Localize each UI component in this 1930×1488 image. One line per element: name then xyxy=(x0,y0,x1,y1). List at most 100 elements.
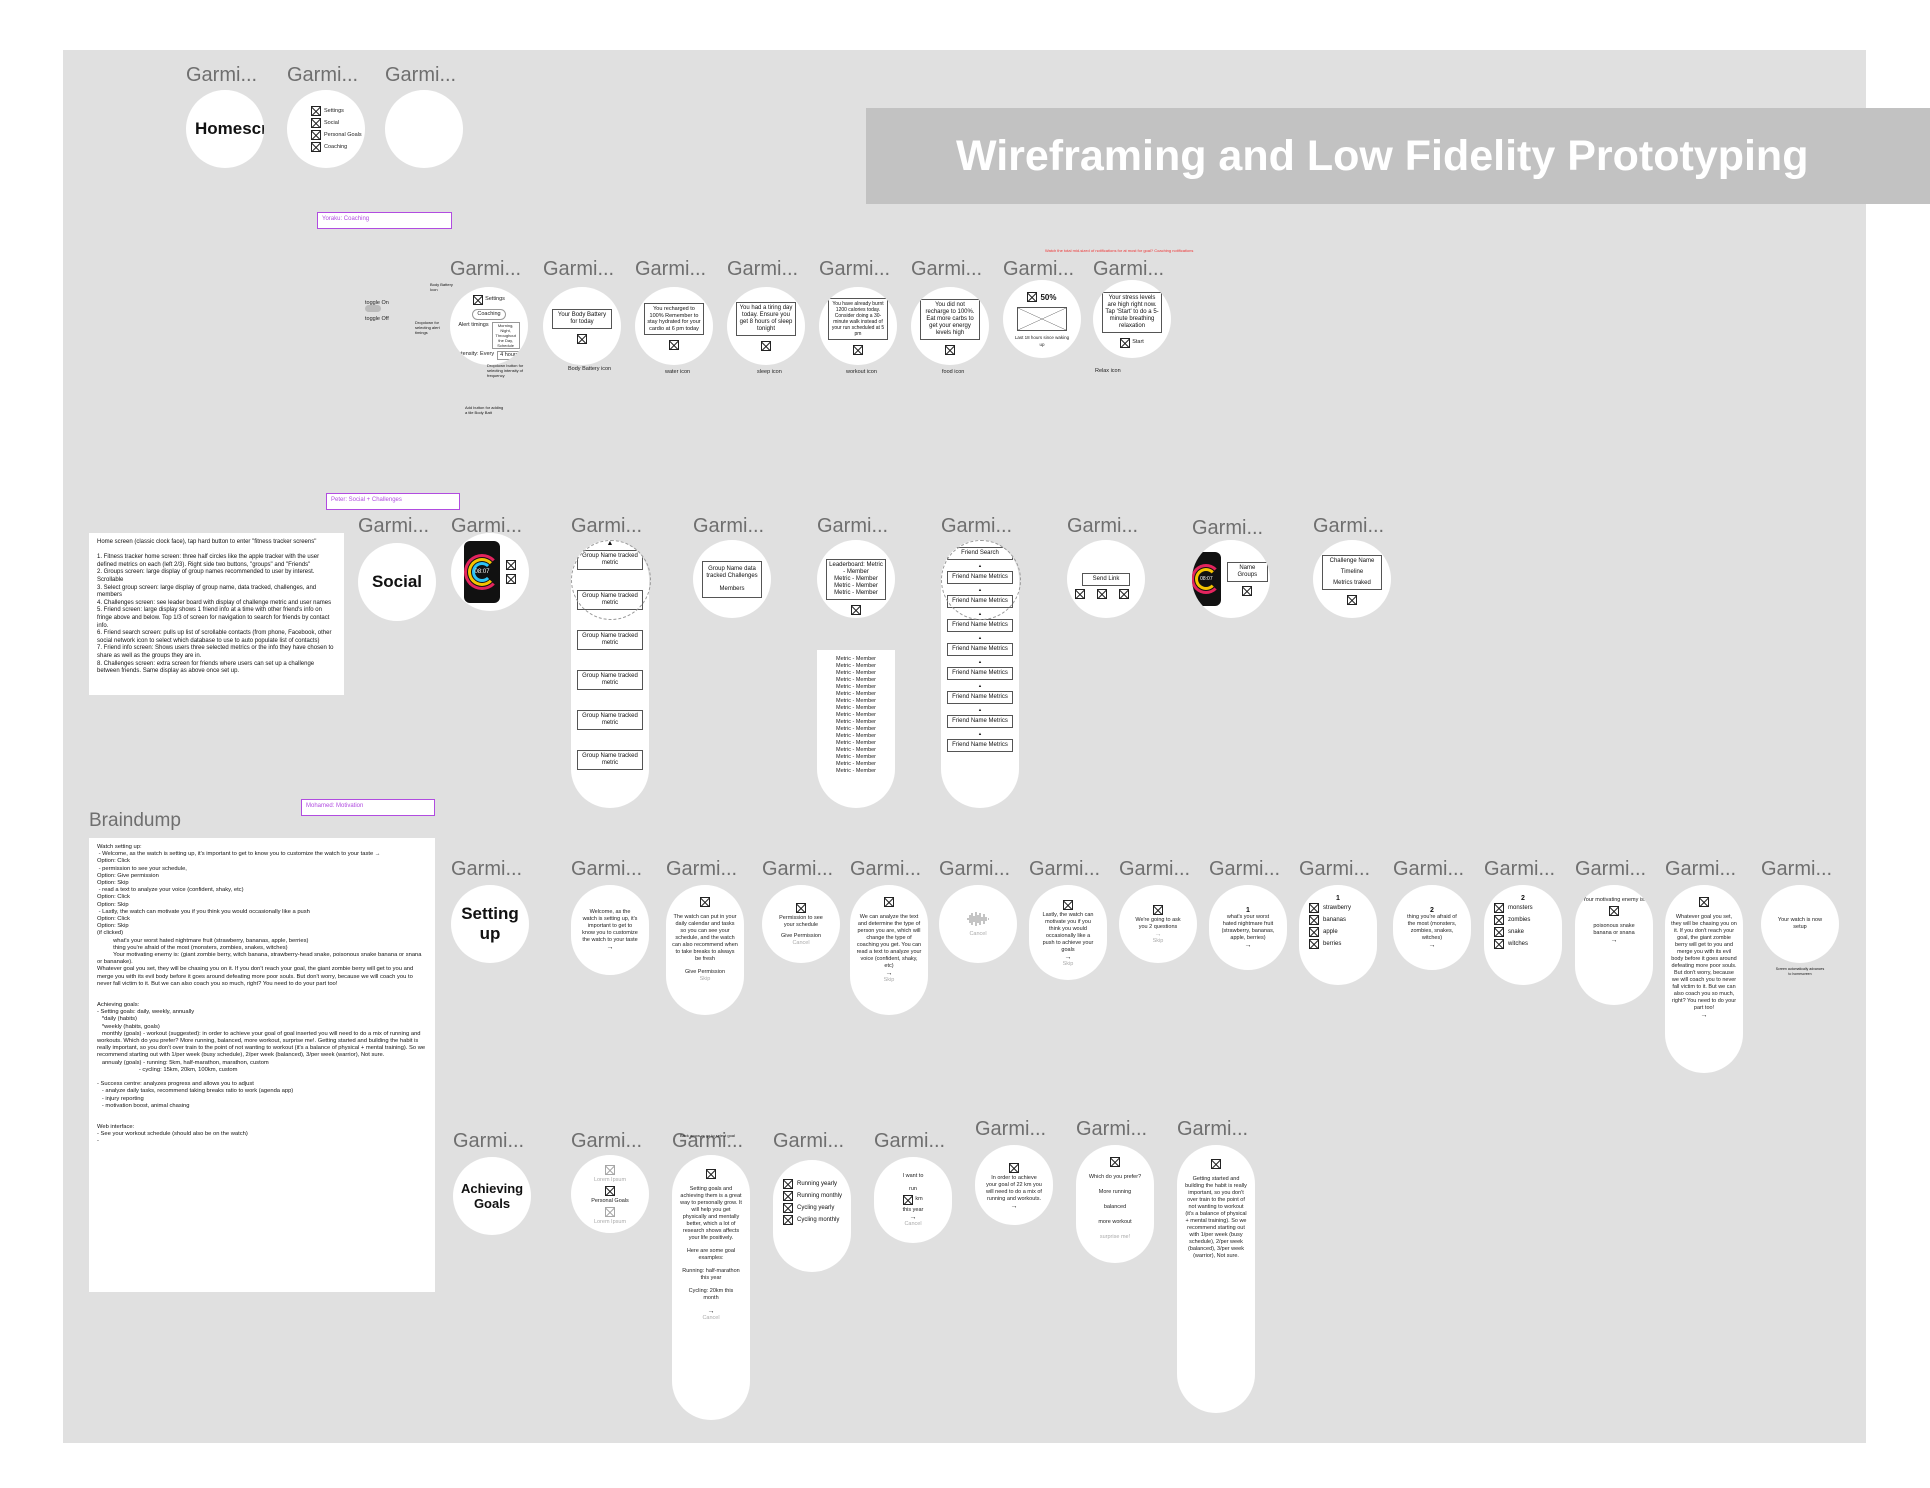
coaching-screen[interactable]: Your stress levels are high right now. T… xyxy=(1093,280,1171,358)
challenge-setup-frame[interactable]: Challenge Name Timeline Metrics traked xyxy=(1313,540,1391,618)
achieving-section-frame[interactable]: Achieving Goals xyxy=(453,1157,531,1235)
instagram-icon[interactable] xyxy=(1119,589,1129,599)
next-arrow[interactable]: → xyxy=(1428,941,1436,949)
friend-item[interactable]: Friend Name Metrics xyxy=(947,643,1013,656)
friend-search-field[interactable]: Friend Search xyxy=(947,547,1013,560)
list-item[interactable]: Lorem Ipsum xyxy=(593,1176,627,1183)
list-item[interactable]: Lorem Ipsum xyxy=(593,1218,627,1225)
goal-input[interactable]: I want to run km this year → Cancel xyxy=(874,1157,952,1243)
menu-item[interactable]: Coaching xyxy=(324,143,348,150)
fruit-option[interactable]: apple xyxy=(1323,929,1338,935)
alert-timings-dropdown[interactable]: Morning, Night, Throughout the Day, Sche… xyxy=(491,321,520,349)
skip-button[interactable]: Skip xyxy=(1152,938,1164,944)
goal-type-option[interactable]: Running yearly xyxy=(797,1181,838,1187)
group-item[interactable]: Group Name tracked metric xyxy=(577,750,643,770)
setup-q1[interactable]: 1 what's your worst hated nightmare frui… xyxy=(1209,885,1287,970)
setup-q2[interactable]: 2 thing you're afraid of the most (monst… xyxy=(1393,885,1471,970)
next-arrow[interactable]: → xyxy=(1244,941,1252,949)
goal-mix[interactable]: In order to achieve your goal of 22 km y… xyxy=(975,1145,1053,1225)
preference-option[interactable]: More running xyxy=(1098,1189,1132,1195)
next-arrow[interactable]: → xyxy=(707,1308,715,1315)
coaching-screen[interactable]: You recharged to 100% Remember to stay h… xyxy=(635,287,713,365)
fear-option[interactable]: snake xyxy=(1508,929,1525,935)
next-arrow[interactable]: → xyxy=(1154,931,1162,938)
setup-calendar[interactable]: The watch can put in your daily calendar… xyxy=(666,885,744,1015)
setup-enemy[interactable]: Your motivating enemy is: poisonous snak… xyxy=(1575,885,1653,1005)
goal-type-option[interactable]: Cycling monthly xyxy=(797,1217,840,1223)
coaching-screen[interactable]: You have already burnt 1200 calories tod… xyxy=(819,287,897,365)
preference-option[interactable]: more workout xyxy=(1098,1219,1132,1225)
toggle-switch[interactable] xyxy=(365,305,381,312)
send-link-frame[interactable]: Send Link xyxy=(1067,540,1145,618)
group-item[interactable]: Group Name tracked metric xyxy=(577,550,643,570)
setup-welcome[interactable]: Welcome, as the watch is setting up, it'… xyxy=(571,885,649,975)
fear-option[interactable]: monsters xyxy=(1508,905,1533,911)
coaching-screen[interactable]: 50% Last 18 hours since waking up xyxy=(1003,280,1081,358)
setup-fruits[interactable]: 1 strawberry bananas apple berries xyxy=(1299,885,1377,985)
friend-item[interactable]: Friend Name Metrics xyxy=(947,595,1013,608)
cancel-button[interactable]: Cancel xyxy=(792,940,810,946)
facebook-icon[interactable] xyxy=(1075,589,1085,599)
setup-section-frame[interactable]: Setting up xyxy=(451,885,529,963)
friend-item[interactable]: Friend Name Metrics xyxy=(947,691,1013,704)
friend-item[interactable]: Friend Name Metrics xyxy=(947,571,1013,584)
preference-option[interactable]: surprise me! xyxy=(1099,1234,1131,1240)
members-label[interactable]: Members xyxy=(719,585,745,592)
cancel-button[interactable]: Cancel xyxy=(702,1315,720,1321)
personal-goals-item[interactable]: Personal Goals xyxy=(591,1197,629,1204)
friends-screen[interactable]: Friend Search ▲Friend Name Metrics▲Frien… xyxy=(941,540,1019,808)
group-item[interactable]: Group Name tracked metric xyxy=(577,630,643,650)
skip-button[interactable]: Skip xyxy=(699,976,711,982)
cancel-button[interactable]: Cancel xyxy=(969,930,987,937)
setup-done[interactable]: Your watch is now setup xyxy=(1761,885,1839,963)
fear-option[interactable]: witches xyxy=(1508,941,1529,947)
cancel-button[interactable]: Cancel xyxy=(904,1220,922,1227)
send-link-button[interactable]: Send Link xyxy=(1082,572,1130,586)
group-item[interactable]: Group Name tracked metric xyxy=(577,670,643,690)
give-permission-button[interactable]: Give Permission xyxy=(780,933,822,939)
start-challenge-icon[interactable] xyxy=(1347,594,1357,605)
goal-preference[interactable]: Which do you prefer? More running balanc… xyxy=(1076,1145,1154,1263)
groups-icon[interactable] xyxy=(506,560,516,570)
social-section-frame[interactable]: Social xyxy=(358,543,436,621)
fitness-home-frame[interactable]: 08:07 xyxy=(451,533,529,611)
next-arrow[interactable]: → xyxy=(1064,953,1072,961)
goal-type-option[interactable]: Running monthly xyxy=(797,1193,843,1199)
challenge-icon[interactable] xyxy=(1242,586,1253,596)
next-arrow[interactable]: → xyxy=(909,1213,917,1221)
start-button[interactable]: Start xyxy=(1132,339,1144,345)
next-arrow[interactable]: → xyxy=(885,970,893,977)
preference-option[interactable]: balanced xyxy=(1103,1204,1127,1210)
setup-chase[interactable]: Whatever goal you set, they will be chas… xyxy=(1665,885,1743,1073)
fear-option[interactable]: zombies xyxy=(1508,917,1531,923)
number-picker-icon[interactable] xyxy=(903,1194,914,1205)
phone-icon[interactable] xyxy=(1097,589,1107,599)
goal-habit[interactable]: Getting started and building the habit i… xyxy=(1177,1145,1255,1413)
group-item[interactable]: Group Name tracked metric xyxy=(577,590,643,610)
fruit-option[interactable]: berries xyxy=(1323,941,1342,947)
menu-item[interactable]: Personal Goals xyxy=(324,131,362,138)
friends-icon[interactable] xyxy=(506,574,516,584)
goal-types[interactable]: Running yearly Running monthly Cycling y… xyxy=(773,1160,851,1272)
setup-questions[interactable]: We're going to ask you 2 questions → Ski… xyxy=(1119,885,1197,963)
coaching-screen[interactable]: You did not recharge to 100%. Eat more c… xyxy=(911,287,989,365)
next-arrow[interactable]: → xyxy=(1010,1202,1018,1210)
groups-screen[interactable]: ▲ Group Name tracked metric Group Name t… xyxy=(571,540,649,808)
fruit-option[interactable]: bananas xyxy=(1323,917,1347,923)
coaching-screen[interactable]: You had a tiring day today. Ensure you g… xyxy=(727,287,805,365)
group-item[interactable]: Group Name tracked metric xyxy=(577,710,643,730)
friend-info-frame[interactable]: 08:07 Name Groups xyxy=(1192,540,1270,618)
coaching-screen[interactable]: Your Body Battery for today xyxy=(543,287,621,365)
next-arrow[interactable]: → xyxy=(606,944,614,951)
setup-permission[interactable]: Permission to see your schedule Give Per… xyxy=(762,885,840,963)
goal-type-option[interactable]: Cycling yearly xyxy=(797,1205,835,1211)
friend-item[interactable]: Friend Name Metrics xyxy=(947,619,1013,632)
challenge-icon[interactable] xyxy=(851,605,861,615)
menu-item[interactable]: Social xyxy=(324,119,339,126)
group-detail-frame[interactable]: Group Name data tracked Challenges Membe… xyxy=(693,540,771,618)
setup-motivate[interactable]: Lastly, the watch can motivate you if yo… xyxy=(1029,885,1107,980)
friend-item[interactable]: Friend Name Metrics xyxy=(947,667,1013,680)
